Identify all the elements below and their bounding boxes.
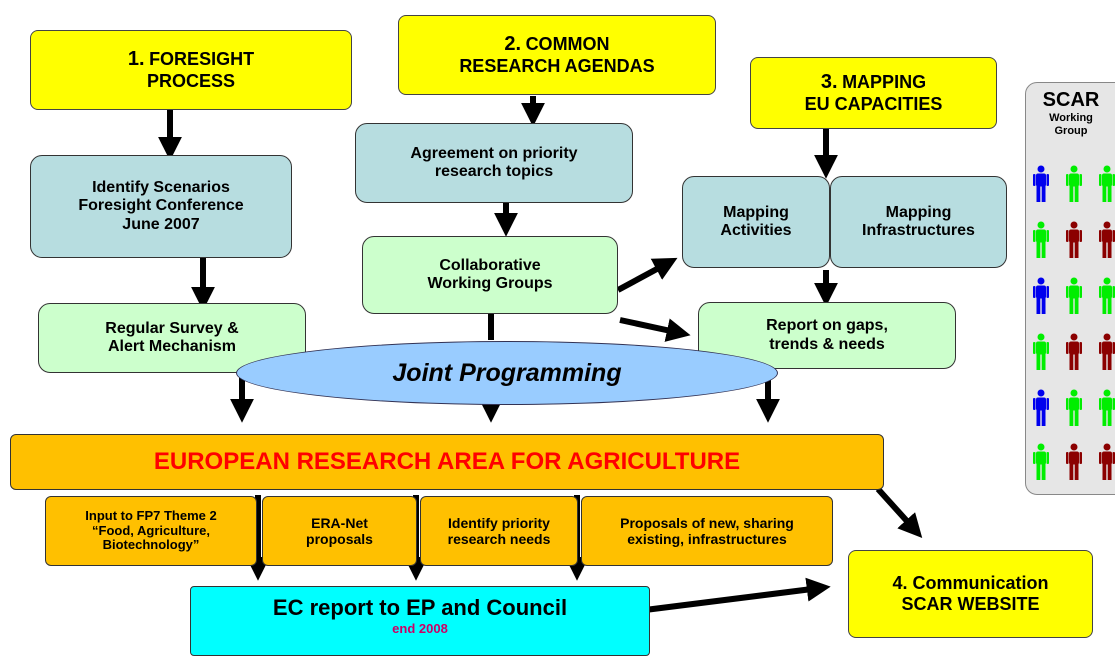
needs-line1: Identify priority <box>448 515 550 531</box>
infrastructures-line2: Infrastructures <box>862 222 975 240</box>
proposals-line2: existing, infrastructures <box>627 531 787 547</box>
arrow-groups-to-activities <box>618 263 668 290</box>
mapping-activities-box: Mapping Activities <box>682 176 830 268</box>
scenarios-line1: Identify Scenarios <box>92 179 230 197</box>
groups-line1: Collaborative <box>439 257 540 275</box>
eranet-line2: proposals <box>306 531 373 547</box>
joint-programming-ellipse: Joint Programming <box>236 341 778 405</box>
fp7-line1: Input to FP7 Theme 2 <box>85 509 216 524</box>
step-title-line2: EU CAPACITIES <box>805 94 943 115</box>
agreement-line1: Agreement on priority <box>410 145 577 163</box>
eranet-line1: ERA-Net <box>311 515 368 531</box>
communication-line1: 4. Communication <box>892 573 1048 594</box>
ec-report-box: EC report to EP and Council end 2008 <box>190 586 650 656</box>
infrastructure-proposals-box: Proposals of new, sharing existing, infr… <box>581 496 833 566</box>
survey-line1: Regular Survey & <box>105 320 238 338</box>
step-title-line1: FORESIGHT <box>149 49 254 69</box>
step-number: 2. <box>504 33 521 55</box>
step-common-research-agendas: 2. COMMON RESEARCH AGENDAS <box>398 15 716 95</box>
identify-scenarios-box: Identify Scenarios Foresight Conference … <box>30 155 292 258</box>
collaborative-working-groups-box: Collaborative Working Groups <box>362 236 618 314</box>
step-title-line2: PROCESS <box>147 71 235 92</box>
step-mapping-eu-capacities: 3. MAPPING EU CAPACITIES <box>750 57 997 129</box>
communication-scar-website-box: 4. Communication SCAR WEBSITE <box>848 550 1093 638</box>
survey-line2: Alert Mechanism <box>108 338 236 356</box>
scenarios-line2: Foresight Conference <box>78 197 243 215</box>
era-title: EUROPEAN RESEARCH AREA FOR AGRICULTURE <box>154 448 740 476</box>
infrastructures-line1: Mapping <box>886 204 952 222</box>
step-foresight-process: 1. FORESIGHT PROCESS <box>30 30 352 110</box>
arrow-era-to-communication <box>878 489 915 530</box>
ec-report-date: end 2008 <box>392 621 448 636</box>
scenarios-line3: June 2007 <box>122 216 199 234</box>
fp7-line3: Biotechnology” <box>103 538 200 553</box>
arrow-groups-to-report <box>620 320 680 333</box>
fp7-line2: “Food, Agriculture, <box>92 524 210 539</box>
proposals-line1: Proposals of new, sharing <box>620 515 794 531</box>
activities-line2: Activities <box>720 222 791 240</box>
joint-programming-label: Joint Programming <box>392 359 621 388</box>
mapping-infrastructures-box: Mapping Infrastructures <box>830 176 1007 268</box>
step-title-line1: MAPPING <box>842 72 926 92</box>
agreement-line2: research topics <box>435 163 553 181</box>
fp7-input-box: Input to FP7 Theme 2 “Food, Agriculture,… <box>45 496 257 566</box>
arrow-report-to-communication <box>645 588 820 610</box>
european-research-area-bar: EUROPEAN RESEARCH AREA FOR AGRICULTURE <box>10 434 884 490</box>
activities-line1: Mapping <box>723 204 789 222</box>
groups-line2: Working Groups <box>427 275 552 293</box>
priority-needs-box: Identify priority research needs <box>420 496 578 566</box>
gaps-line2: trends & needs <box>769 336 885 354</box>
step-number: 1. <box>128 48 145 70</box>
communication-line2: SCAR WEBSITE <box>901 594 1039 615</box>
step-title-line2: RESEARCH AGENDAS <box>459 56 654 77</box>
agreement-priority-topics-box: Agreement on priority research topics <box>355 123 633 203</box>
needs-line2: research needs <box>448 531 551 547</box>
step-number: 3. <box>821 71 838 93</box>
ec-report-title: EC report to EP and Council <box>273 595 567 621</box>
era-net-box: ERA-Net proposals <box>262 496 417 566</box>
step-title-line1: COMMON <box>526 34 610 54</box>
gaps-line1: Report on gaps, <box>766 317 888 335</box>
